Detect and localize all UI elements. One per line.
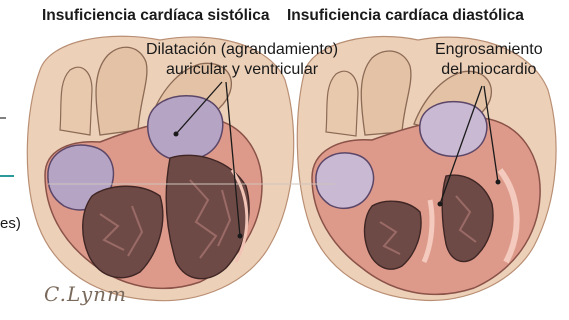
diastolic-left-atrium bbox=[420, 102, 487, 157]
thickening-pointer-septum bbox=[438, 202, 443, 207]
systolic-aorta bbox=[96, 47, 147, 135]
systolic-title: Insuficiencia cardíaca sistólica bbox=[42, 7, 269, 25]
thickening-label: Engrosamiento del miocardio bbox=[435, 40, 543, 80]
dilation-label-line1: Dilatación (agrandamiento) bbox=[146, 40, 338, 60]
dilation-label: Dilatación (agrandamiento) auricular y v… bbox=[146, 40, 338, 80]
thickening-label-line2: del miocardio bbox=[435, 60, 543, 80]
dilation-label-line2: auricular y ventricular bbox=[146, 60, 338, 80]
systolic-svc bbox=[60, 67, 92, 135]
diastolic-title: Insuficiencia cardíaca diastólica bbox=[287, 7, 524, 25]
cropped-edge-text: es) bbox=[0, 215, 21, 232]
diastolic-svc bbox=[326, 71, 358, 136]
diastolic-right-atrium bbox=[316, 153, 374, 208]
systolic-left-atrium bbox=[148, 96, 223, 161]
diastolic-aorta bbox=[361, 51, 411, 135]
dilation-pointer-atrium bbox=[174, 132, 179, 137]
thickening-pointer-wall bbox=[496, 180, 501, 185]
artist-signature: C.Lynm bbox=[44, 282, 127, 306]
thickening-label-line1: Engrosamiento bbox=[435, 40, 543, 60]
dilation-pointer-ventricle bbox=[238, 234, 243, 239]
